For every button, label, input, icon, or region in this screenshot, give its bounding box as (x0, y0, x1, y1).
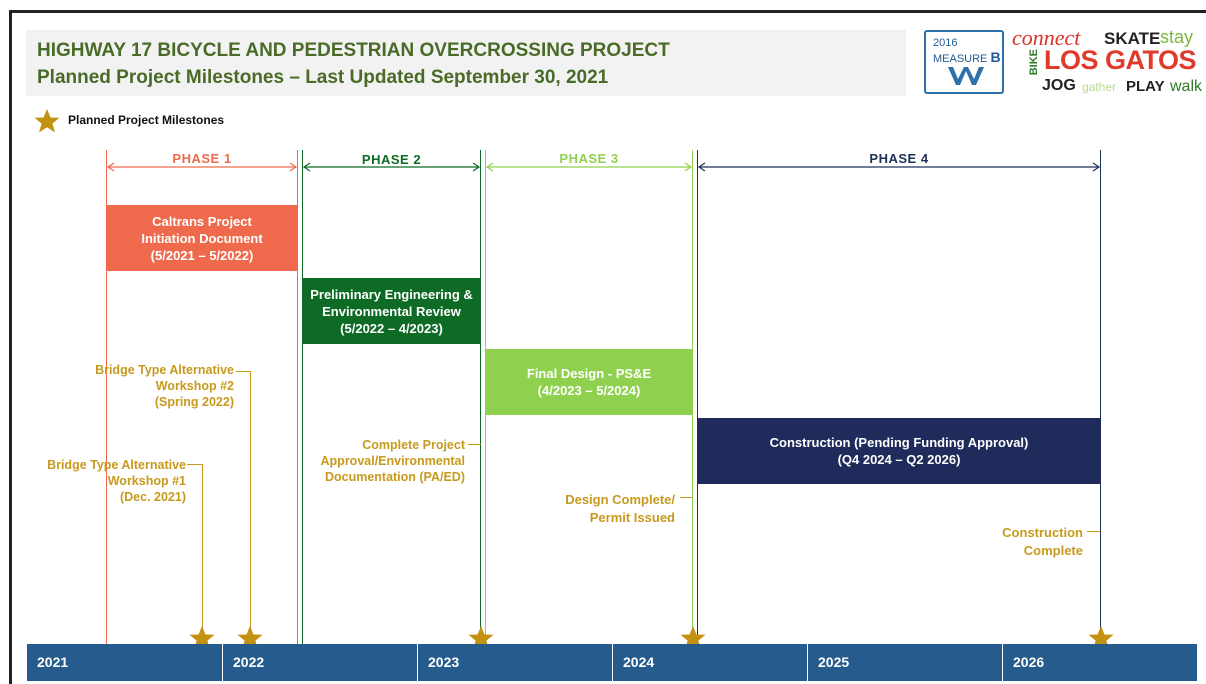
year-2026: 2026 (1013, 654, 1045, 670)
year-2022: 2022 (223, 644, 418, 681)
activity-pa-ed-label: Preliminary Engineering & Environmental … (310, 286, 473, 336)
milestone-star-icon (189, 626, 215, 650)
milestone-construction-complete-label: Construction Complete (1002, 525, 1083, 558)
milestone-workshop-2-leader (236, 371, 250, 372)
milestone-construction-complete-leader (1087, 531, 1100, 532)
phase-3-label: PHASE 3 (559, 151, 619, 166)
phase-2-end-line (480, 150, 481, 645)
phase-2-start-line (302, 150, 303, 645)
milestone-workshop-2-label: Bridge Type Alternative Workshop #2 (Spr… (95, 363, 234, 409)
vta-icon (948, 67, 984, 85)
phase-4-start-line (697, 150, 698, 645)
milestone-pa-ed-leader (468, 444, 481, 445)
slide-subtitle: Planned Project Milestones – Last Update… (37, 67, 609, 88)
milestone-star-icon (1088, 626, 1114, 650)
milestone-star-icon (237, 626, 263, 650)
milestone-design-complete-leader (680, 497, 692, 498)
phase-2-arrow (302, 162, 481, 172)
phase-1-start-line (106, 150, 107, 645)
milestone-workshop-1-leader (187, 464, 202, 465)
milestone-star-icon (34, 109, 60, 133)
activity-final-design-label: Final Design - PS&E (4/2023 – 5/2024) (526, 366, 652, 398)
milestone-workshop-1-stem (202, 464, 203, 636)
legend-label: Planned Project Milestones (68, 113, 225, 127)
measure-b-logo: 2016 MEASURE B (924, 30, 1004, 94)
activity-construction-label: Construction (Pending Funding Approval) … (769, 435, 1029, 467)
milestone-design-complete-label: Design Complete/ Permit Issued (565, 492, 675, 525)
measure-b-year: 2016 (933, 37, 958, 49)
phase-1-arrow (106, 162, 298, 172)
activity-pid-label: Caltrans Project Initiation Document (5/… (141, 213, 263, 263)
activity-pid-box: Caltrans Project Initiation Document (5/… (106, 205, 298, 271)
phase-4-arrow (697, 162, 1101, 172)
milestone-workshop-1-label: Bridge Type Alternative Workshop #1 (Dec… (47, 458, 186, 504)
title-band (26, 30, 906, 96)
year-2021: 2021 (27, 644, 223, 681)
phase-2-label: PHASE 2 (361, 152, 422, 167)
timeline-year-bar: 2021 2022 2023 2024 2025 2026 (27, 644, 1197, 681)
year-2023: 2023 (418, 644, 613, 681)
phase-1-label: PHASE 1 (172, 151, 232, 166)
phase-4-end-line (1100, 150, 1101, 645)
phase-3-arrow (485, 162, 693, 172)
phase-1-end-line (297, 150, 298, 645)
milestone-pa-ed-label: Complete Project Approval/Environmental … (320, 438, 465, 484)
phase-4-label: PHASE 4 (869, 151, 929, 166)
milestone-workshop-2-stem (250, 371, 251, 636)
slide-title: HIGHWAY 17 BICYCLE AND PEDESTRIAN OVERCR… (37, 40, 670, 61)
year-2025: 2025 (808, 644, 1003, 681)
los-gatos-logo: connect SKATE stay BIKE LOS GATOS JOG ga… (1012, 25, 1203, 95)
activity-pa-ed-box: Preliminary Engineering & Environmental … (302, 278, 481, 344)
year-2024: 2024 (613, 644, 808, 681)
activity-construction-box: Construction (Pending Funding Approval) … (697, 418, 1101, 484)
milestone-star-icon (468, 626, 494, 650)
measure-b-label: MEASURE B (933, 49, 1001, 65)
milestone-star-icon (680, 626, 706, 650)
activity-final-design-box: Final Design - PS&E (4/2023 – 5/2024) (485, 349, 693, 415)
slide-frame (9, 10, 1206, 684)
